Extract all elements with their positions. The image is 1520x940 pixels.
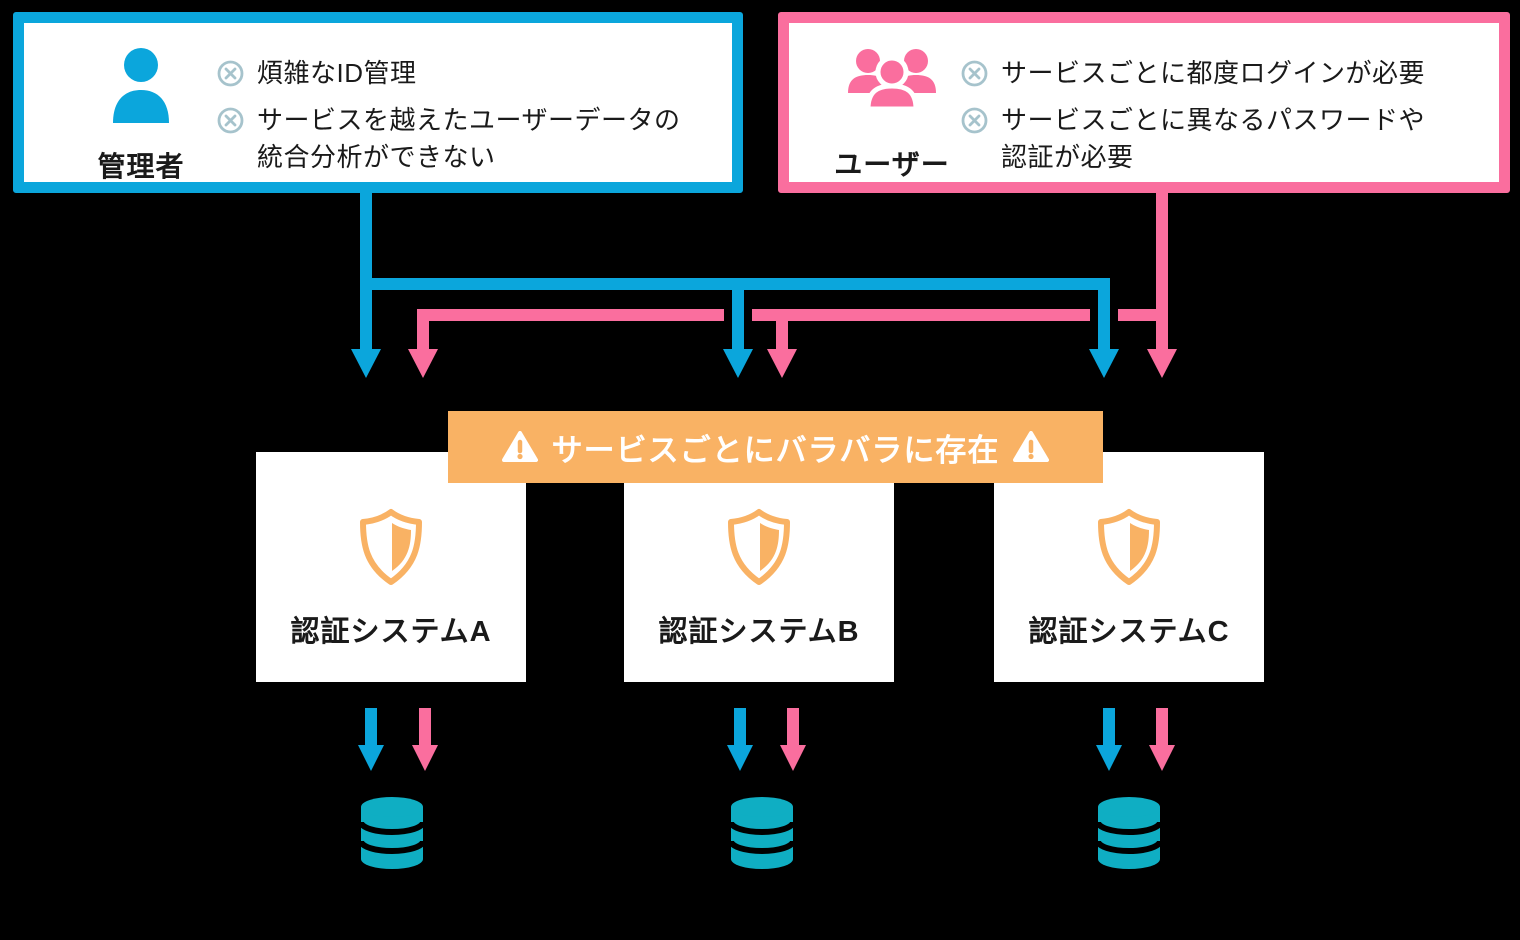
admin-flow-lines xyxy=(360,190,1110,352)
warning-banner-text: サービスごとにバラバラに存在 xyxy=(551,432,1000,468)
user-issue-text: サービスごとに異なるパスワードや 認証が必要 xyxy=(1001,105,1426,172)
auth-system-box-a: 認証システムA xyxy=(256,452,526,682)
circle-x-icon xyxy=(961,60,988,87)
database-icon xyxy=(358,795,426,871)
db-arrow-heads xyxy=(358,745,1175,771)
user-label: ユーザー xyxy=(834,149,950,180)
admin-issue-text: サービスを越えたユーザーデータの 統合分析ができない xyxy=(257,105,681,172)
admin-issue-text: 煩雑なID管理 xyxy=(257,58,417,88)
list-item: サービスごとに異なるパスワードや 認証が必要 xyxy=(961,102,1461,176)
admin-label: 管理者 xyxy=(97,151,185,182)
admin-arrowhead-c xyxy=(1089,349,1119,378)
user-issue-text: サービスごとに都度ログインが必要 xyxy=(1001,58,1426,88)
list-item: サービスごとに都度ログインが必要 xyxy=(961,55,1461,92)
warning-triangle-icon xyxy=(1013,431,1050,462)
circle-x-icon xyxy=(217,60,244,87)
db-pink-head-a xyxy=(412,745,438,771)
admin-arrowhead-b xyxy=(723,349,753,378)
circle-x-icon xyxy=(961,107,988,134)
admin-issues-list: 煩雑なID管理 サービスを越えたユーザーデータの 統合分析ができない xyxy=(217,55,697,176)
user-flow-lines xyxy=(417,193,1168,352)
shield-icon xyxy=(360,509,422,585)
admin-person-icon xyxy=(113,48,169,123)
user-arrowhead-b xyxy=(767,349,797,378)
db-pink-head-c xyxy=(1149,745,1175,771)
auth-system-box-c: 認証システムC xyxy=(994,452,1264,682)
admin-actor: 管理者 xyxy=(66,45,216,185)
user-arrowhead-a xyxy=(408,349,438,378)
admin-arrowhead-a xyxy=(351,349,381,378)
db-blue-head-b xyxy=(727,745,753,771)
user-issues-list: サービスごとに都度ログインが必要 サービスごとに異なるパスワードや 認証が必要 xyxy=(961,55,1461,176)
auth-system-box-b: 認証システムB xyxy=(624,452,894,682)
database-icon xyxy=(728,795,796,871)
users-group-icon xyxy=(848,49,936,112)
database-icon xyxy=(1095,795,1163,871)
list-item: 煩雑なID管理 xyxy=(217,55,697,92)
circle-x-icon xyxy=(217,107,244,134)
admin-panel: 管理者 煩雑なID管理 サービスを越えたユーザーデータの 統合分析ができない xyxy=(13,12,743,193)
db-blue-head-c xyxy=(1096,745,1122,771)
user-flow-arrowheads xyxy=(408,349,1177,378)
user-actor: ユーザー xyxy=(817,45,967,183)
list-item: サービスを越えたユーザーデータの 統合分析ができない xyxy=(217,102,697,176)
admin-flow-arrowheads xyxy=(351,349,1119,378)
warning-banner: サービスごとにバラバラに存在 xyxy=(448,411,1103,483)
warning-triangle-icon xyxy=(501,431,538,462)
auth-system-label: 認証システムB xyxy=(658,616,860,648)
user-arrowhead-c xyxy=(1147,349,1177,378)
shield-icon xyxy=(1098,509,1160,585)
auth-system-label: 認証システムC xyxy=(1028,616,1230,648)
auth-system-label: 認証システムA xyxy=(290,616,492,648)
db-arrow-shafts xyxy=(365,708,1168,748)
db-blue-head-a xyxy=(358,745,384,771)
shield-icon xyxy=(728,509,790,585)
user-panel: ユーザー サービスごとに都度ログインが必要 サービスごとに異なるパスワードや 認… xyxy=(778,12,1510,193)
db-pink-head-b xyxy=(780,745,806,771)
